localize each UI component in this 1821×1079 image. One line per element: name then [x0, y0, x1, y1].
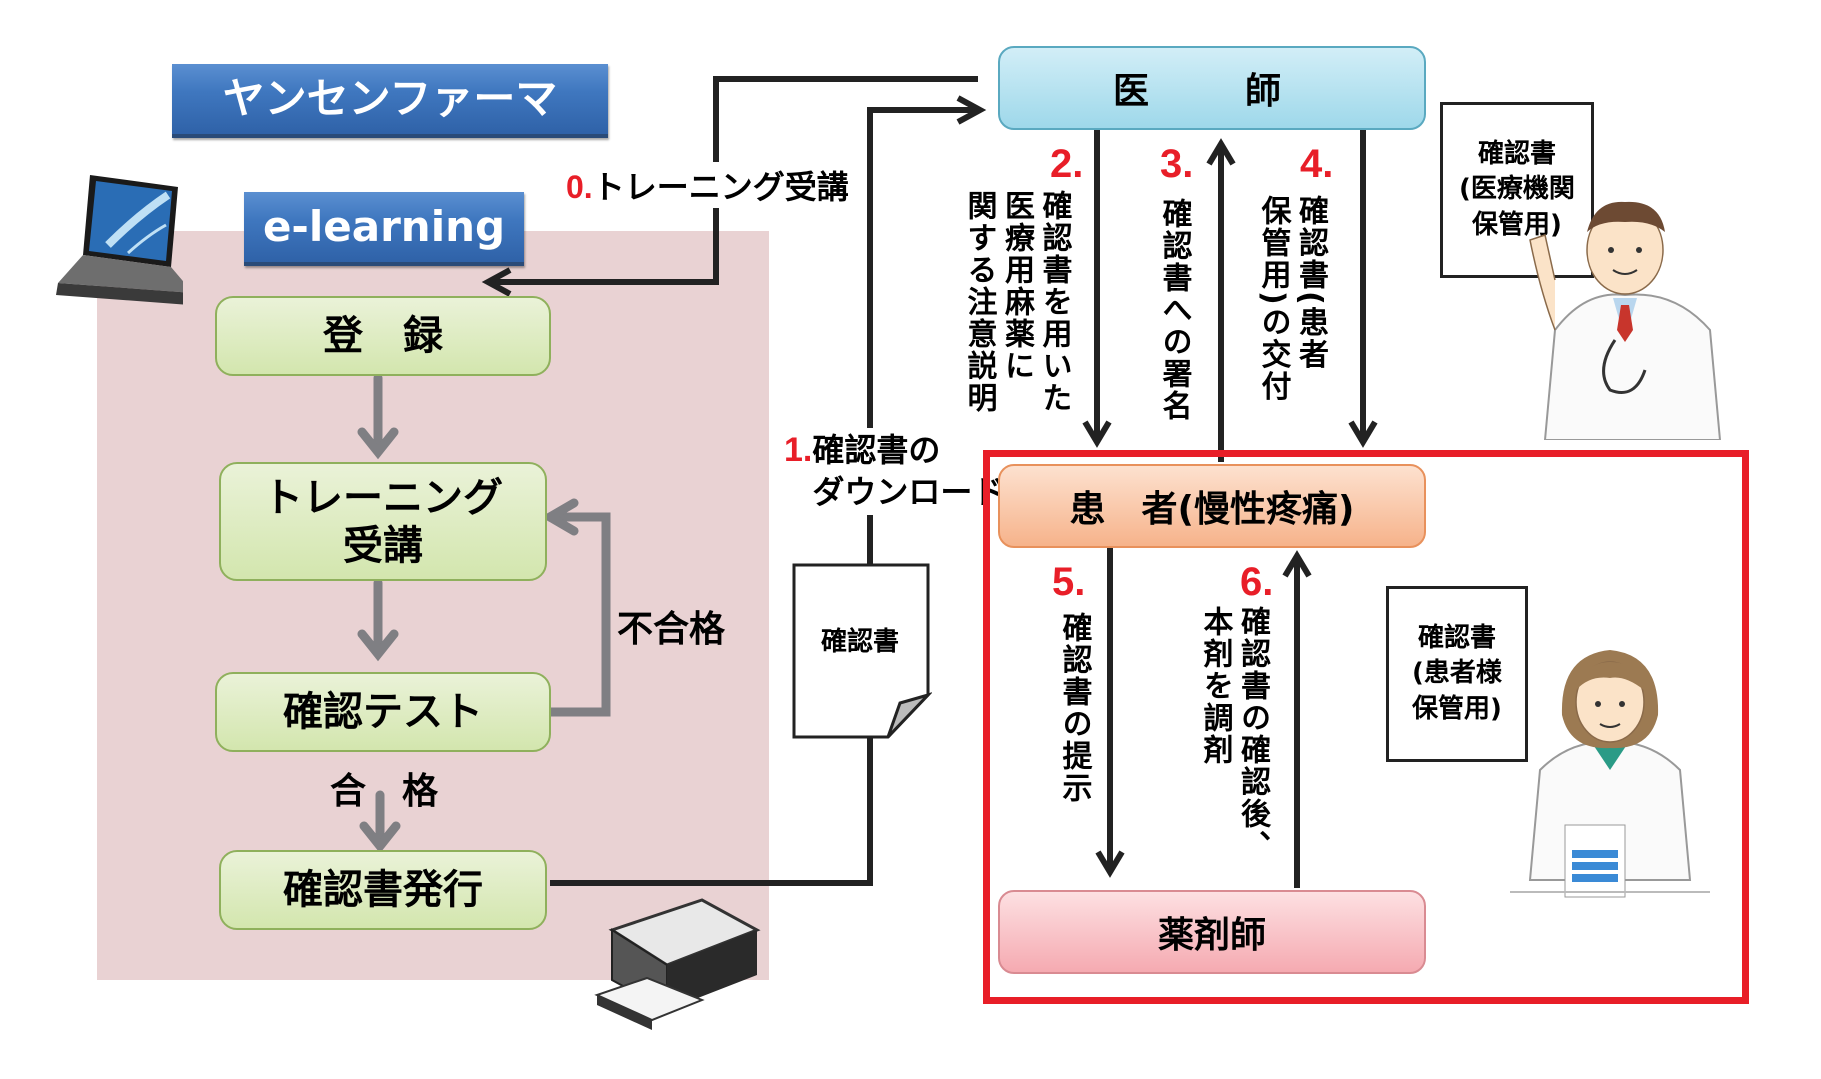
printer-icon: [592, 890, 762, 1040]
action-3-number: 3.: [1160, 142, 1194, 186]
step-confirmation-test: 確認テスト: [215, 672, 551, 752]
company-label: ヤンセンファーマ: [172, 64, 608, 138]
action-4-text: 確認書(患者 保管用)の交付: [1255, 195, 1329, 403]
action-1-number: 1.: [784, 431, 813, 469]
action-6-text: 確認書の確認後、 本剤を調剤: [1197, 606, 1271, 862]
step-training: トレーニング 受講: [219, 462, 547, 581]
step-certificate-issue: 確認書発行: [219, 850, 547, 930]
action-3-text: 確認書への署名: [1156, 198, 1192, 422]
fail-label: 不合格: [617, 609, 726, 650]
doctor-illustration: [1525, 180, 1725, 441]
role-patient: 患 者(慢性疼痛): [998, 464, 1426, 548]
action-0-number: 0.: [566, 169, 593, 205]
pharmacist-note: 確認書 (患者様 保管用): [1386, 586, 1528, 762]
laptop-icon: [28, 175, 193, 310]
action-4-number: 4.: [1300, 142, 1334, 186]
action-1-text: 確認書の ダウンロード: [812, 431, 1005, 511]
pharmacist-illustration: [1510, 620, 1710, 910]
action-0: 0. トレーニング受講: [562, 162, 853, 208]
action-5-number: 5.: [1052, 560, 1086, 604]
action-0-text: トレーニング受講: [592, 168, 849, 206]
action-2-number: 2.: [1050, 142, 1084, 186]
certificate-sheet: 確認書: [792, 563, 933, 739]
flow-arrow-gray: [357, 373, 611, 854]
step-registration: 登 録: [215, 296, 551, 376]
doctor-note: 確認書 (医療機関 保管用): [1440, 102, 1594, 278]
action-1: 1. 確認書の ダウンロード: [782, 428, 1007, 516]
elearning-label: e-learning: [244, 192, 524, 266]
patient-pharmacy-frame: [983, 450, 1749, 1004]
action-6-number: 6.: [1240, 560, 1274, 604]
certificate-sheet-label: 確認書: [820, 627, 899, 657]
role-pharmacist: 薬剤師: [998, 890, 1426, 974]
action-2-text: 確認書を用いた 医療用麻薬に 関する注意説明: [961, 190, 1072, 414]
action-5-text: 確認書の提示: [1056, 612, 1092, 804]
pass-label: 合 格: [330, 771, 439, 812]
role-doctor: 医 師: [998, 46, 1426, 130]
